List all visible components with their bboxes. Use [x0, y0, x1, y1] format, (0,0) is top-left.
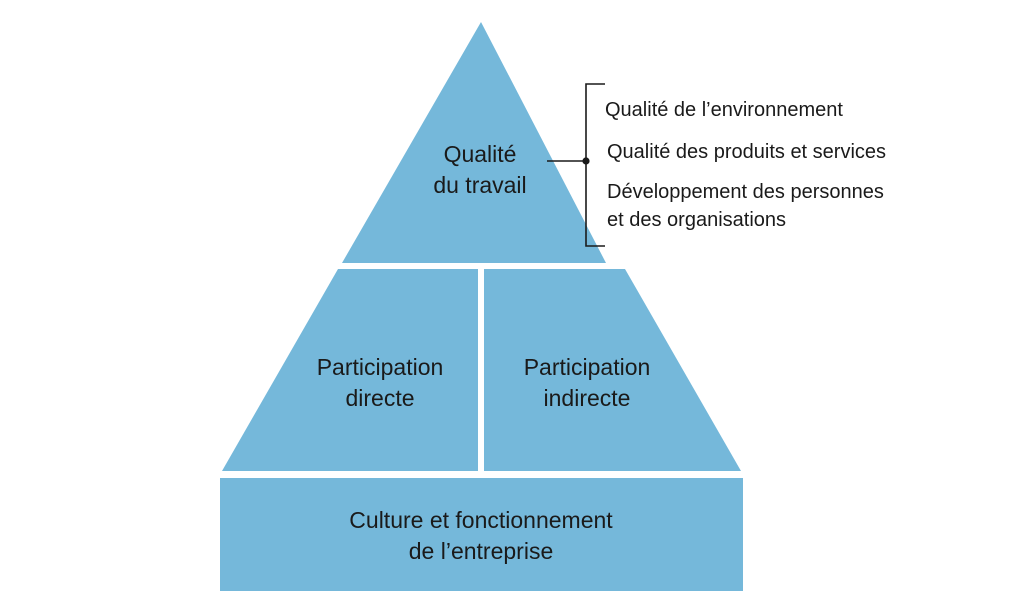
top-label-line2: du travail — [433, 172, 527, 198]
base-label-line2: de l’entreprise — [408, 538, 554, 564]
pyramid-top-section — [342, 22, 606, 263]
base-label-line1: Culture et fonctionnement — [349, 507, 613, 533]
bracket-item-development-line2: et des organisations — [607, 209, 787, 231]
pyramid-middle-right-section — [484, 269, 741, 471]
middle-left-label: Participation directe — [270, 352, 490, 414]
top-label-line1: Qualité — [443, 141, 517, 167]
middle-left-label-line2: directe — [345, 385, 415, 411]
middle-right-label-line2: indirecte — [543, 385, 631, 411]
bracket — [547, 83, 605, 247]
top-label: Qualité du travail — [380, 139, 580, 201]
pyramid-base-section — [220, 478, 743, 591]
bracket-dot — [582, 157, 590, 165]
middle-right-label-line1: Participation — [523, 354, 651, 380]
bracket-item-products-services: Qualité des produits et services — [607, 141, 887, 163]
pyramid-middle-left-section — [222, 269, 478, 471]
base-label: Culture et fonctionnement de l’entrepris… — [281, 505, 681, 567]
bracket-item-environment: Qualité de l’environnement — [605, 99, 843, 121]
bracket-item-development-line1: Développement des personnes — [607, 181, 884, 203]
middle-right-label: Participation indirecte — [477, 352, 697, 414]
middle-left-label-line1: Participation — [316, 354, 444, 380]
